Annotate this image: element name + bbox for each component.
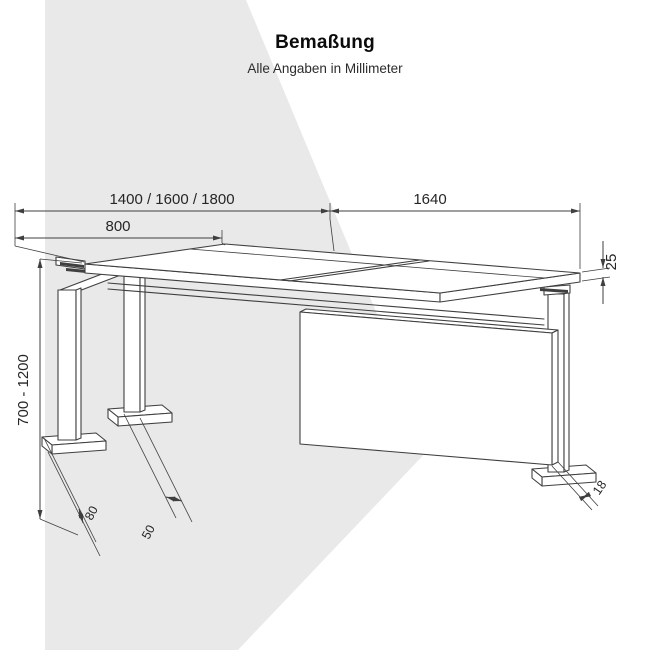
- page-subtitle: Alle Angaben in Millimeter: [247, 61, 403, 76]
- modesty-panel: [299, 308, 559, 466]
- dimension-width-label: 1400 / 1600 / 1800: [109, 191, 234, 208]
- header: Bemaßung Alle Angaben in Millimeter: [0, 32, 650, 76]
- background-accent-shape: [45, 0, 432, 650]
- dimension-depth-label: 800: [105, 218, 130, 235]
- tabletop-top-face: [84, 243, 581, 294]
- dimension-foot-height: 80: [43, 437, 101, 557]
- frame-rail: [107, 282, 545, 326]
- dimension-top-thickness: 25: [581, 241, 620, 304]
- desk-drawing: [41, 243, 597, 487]
- dimension-frame-length: 1640: [330, 191, 581, 269]
- dimension-height-range-label: 700 - 1200: [15, 354, 32, 426]
- dimension-width: 1400 / 1600 / 1800: [14, 191, 335, 263]
- tabletop-groove: [189, 248, 546, 279]
- dimension-foot-depth: 50: [123, 413, 193, 542]
- dimension-foot-height-label: 80: [82, 504, 101, 523]
- tabletop: [84, 243, 581, 303]
- dimension-frame-length-label: 1640: [413, 191, 446, 208]
- left-back-leg: [107, 259, 173, 427]
- dimension-panel-thickness: 18: [551, 461, 609, 511]
- dimension-depth: 800: [15, 218, 226, 246]
- dimension-foot-depth-label: 50: [139, 523, 158, 542]
- dimension-panel-thickness-label: 18: [590, 478, 609, 497]
- page-title: Bemaßung: [275, 32, 375, 53]
- right-slide-bracket: [540, 288, 568, 293]
- dimension-top-thickness-label: 25: [603, 254, 620, 271]
- dimension-height-range: 700 - 1200: [15, 258, 83, 536]
- tabletop-seam: [279, 259, 421, 281]
- tabletop-seam-2: [288, 260, 430, 282]
